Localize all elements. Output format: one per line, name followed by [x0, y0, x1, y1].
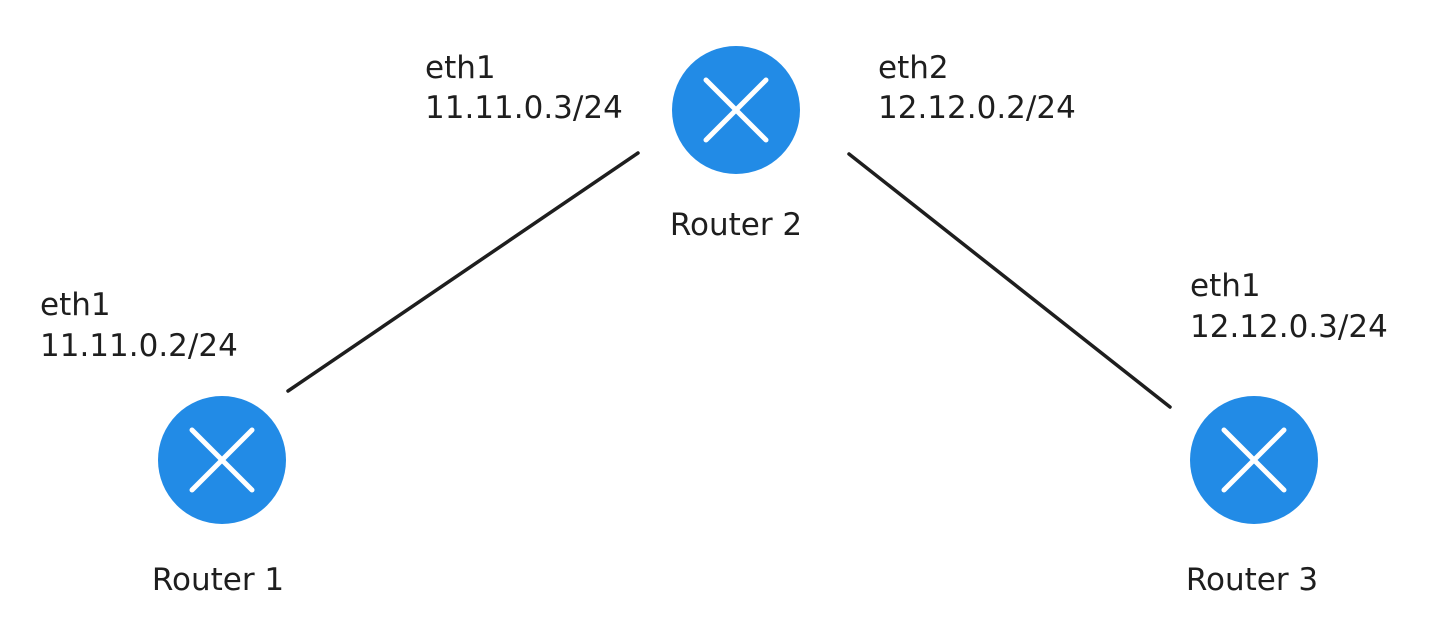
- interface-label-r2-eth1: eth1 11.11.0.3/24: [425, 50, 623, 126]
- router-icon: [672, 46, 800, 174]
- router-2-name: Router 2: [670, 207, 802, 243]
- interface-name: eth1: [40, 287, 111, 323]
- interface-label-r1-eth1: eth1 11.11.0.2/24: [40, 287, 238, 364]
- link-router1-router2: [286, 151, 640, 393]
- interface-address: 11.11.0.2/24: [40, 328, 238, 364]
- router-2[interactable]: Router 2: [670, 46, 802, 243]
- interface-name: eth2: [878, 50, 949, 86]
- router-3[interactable]: Router 3: [1186, 396, 1318, 598]
- router-icon: [1190, 396, 1318, 524]
- link-router2-router3: [847, 152, 1172, 409]
- router-1[interactable]: Router 1: [152, 396, 286, 598]
- router-icon: [158, 396, 286, 524]
- router-3-name: Router 3: [1186, 562, 1318, 598]
- interface-name: eth1: [1190, 268, 1261, 304]
- interface-name: eth1: [425, 50, 496, 86]
- interface-address: 11.11.0.3/24: [425, 90, 623, 126]
- interface-address: 12.12.0.2/24: [878, 90, 1076, 126]
- router-1-name: Router 1: [152, 562, 284, 598]
- interface-address: 12.12.0.3/24: [1190, 309, 1388, 345]
- interface-label-r2-eth2: eth2 12.12.0.2/24: [878, 50, 1076, 126]
- interface-label-r3-eth1: eth1 12.12.0.3/24: [1190, 268, 1388, 345]
